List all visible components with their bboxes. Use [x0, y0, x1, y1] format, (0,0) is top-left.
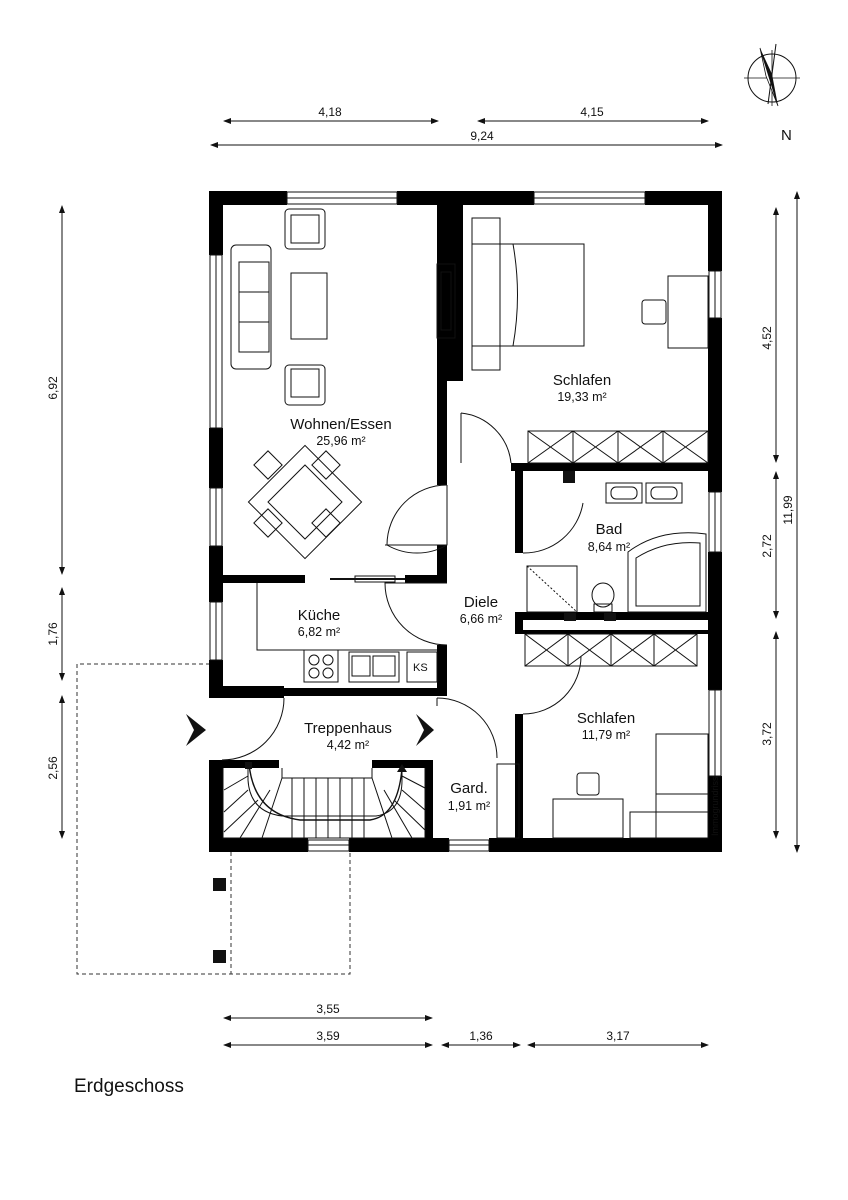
room-name-bad: Bad — [596, 521, 623, 538]
room-area-wohnen: 25,96 m² — [316, 434, 365, 448]
dimension-left-upper: 6,92 — [46, 205, 65, 575]
room-name-schlafen-1: Schlafen — [553, 372, 611, 389]
svg-text:2,56: 2,56 — [46, 756, 60, 780]
svg-text:1,76: 1,76 — [46, 622, 60, 646]
interior-walls — [209, 205, 708, 838]
svg-text:2,72: 2,72 — [760, 534, 774, 558]
room-name-diele: Diele — [464, 594, 498, 611]
svg-text:3,72: 3,72 — [760, 722, 774, 746]
terrace-outline — [76, 663, 351, 975]
room-area-bad: 8,64 m² — [588, 540, 630, 554]
bedroom-furniture — [471, 217, 709, 464]
dimension-bottom-left: 3,59 — [223, 1029, 433, 1048]
hall-cupboard — [524, 633, 698, 667]
living-room-furniture — [230, 208, 456, 560]
doors — [221, 412, 584, 839]
svg-text:1,36: 1,36 — [469, 1029, 493, 1043]
plan-title: Erdgeschoss — [74, 1076, 184, 1097]
room-area-treppenhaus: 4,42 m² — [327, 738, 369, 752]
room-name-kueche: Küche — [298, 607, 341, 624]
entrance-arrow-icon — [186, 714, 206, 746]
room-area-gard: 1,91 m² — [448, 799, 490, 813]
room-name-schlafen-2: Schlafen — [577, 710, 635, 727]
svg-text:4,18: 4,18 — [318, 105, 342, 119]
room-area-kueche: 6,82 m² — [298, 625, 340, 639]
dimension-right-total: 11,99 — [781, 191, 800, 853]
dimension-bottom-right: 3,17 — [527, 1029, 709, 1048]
svg-text:4,52: 4,52 — [760, 326, 774, 350]
north-label: N — [781, 127, 792, 144]
fridge-label: KS — [413, 662, 428, 674]
kitchen-counter — [256, 583, 438, 683]
dimension-top-right: 4,15 — [477, 105, 709, 124]
dimension-top-total: 9,24 — [210, 129, 723, 148]
room-name-wohnen: Wohnen/Essen — [290, 416, 391, 433]
room-name-treppenhaus: Treppenhaus — [304, 720, 392, 737]
svg-text:6,92: 6,92 — [46, 376, 60, 400]
svg-text:4,15: 4,15 — [580, 105, 604, 119]
dimension-right-middle: 2,72 — [760, 471, 779, 619]
entrance-arrow-icon — [416, 714, 434, 746]
bathroom-fixtures — [526, 471, 707, 621]
svg-text:3,17: 3,17 — [606, 1029, 630, 1043]
svg-text:3,55: 3,55 — [316, 1002, 340, 1016]
dimension-bottom-upper: 3,55 — [223, 1002, 433, 1021]
dimension-top-left: 4,18 — [223, 105, 439, 124]
dimension-left-middle: 1,76 — [46, 587, 65, 681]
room-area-schlafen-1: 19,33 m² — [557, 390, 606, 404]
dimension-right-upper: 4,52 — [760, 207, 779, 463]
bedroom2-furniture — [552, 733, 709, 839]
staircase — [222, 762, 426, 839]
outer-walls — [209, 191, 722, 852]
svg-text:3,59: 3,59 — [316, 1029, 340, 1043]
dimension-left-lower: 2,56 — [46, 695, 65, 839]
svg-text:11,99: 11,99 — [781, 495, 795, 524]
room-area-diele: 6,66 m² — [460, 612, 502, 626]
compass-icon — [744, 43, 800, 107]
watermark-text: Immogrundriss — [710, 776, 720, 836]
windows — [209, 191, 722, 852]
room-area-schlafen-2: 11,79 m² — [582, 728, 630, 742]
dimension-bottom-middle: 1,36 — [441, 1029, 521, 1048]
svg-text:9,24: 9,24 — [470, 129, 494, 143]
room-name-gard: Gard. — [450, 780, 488, 797]
dimension-right-lower: 3,72 — [760, 631, 779, 839]
